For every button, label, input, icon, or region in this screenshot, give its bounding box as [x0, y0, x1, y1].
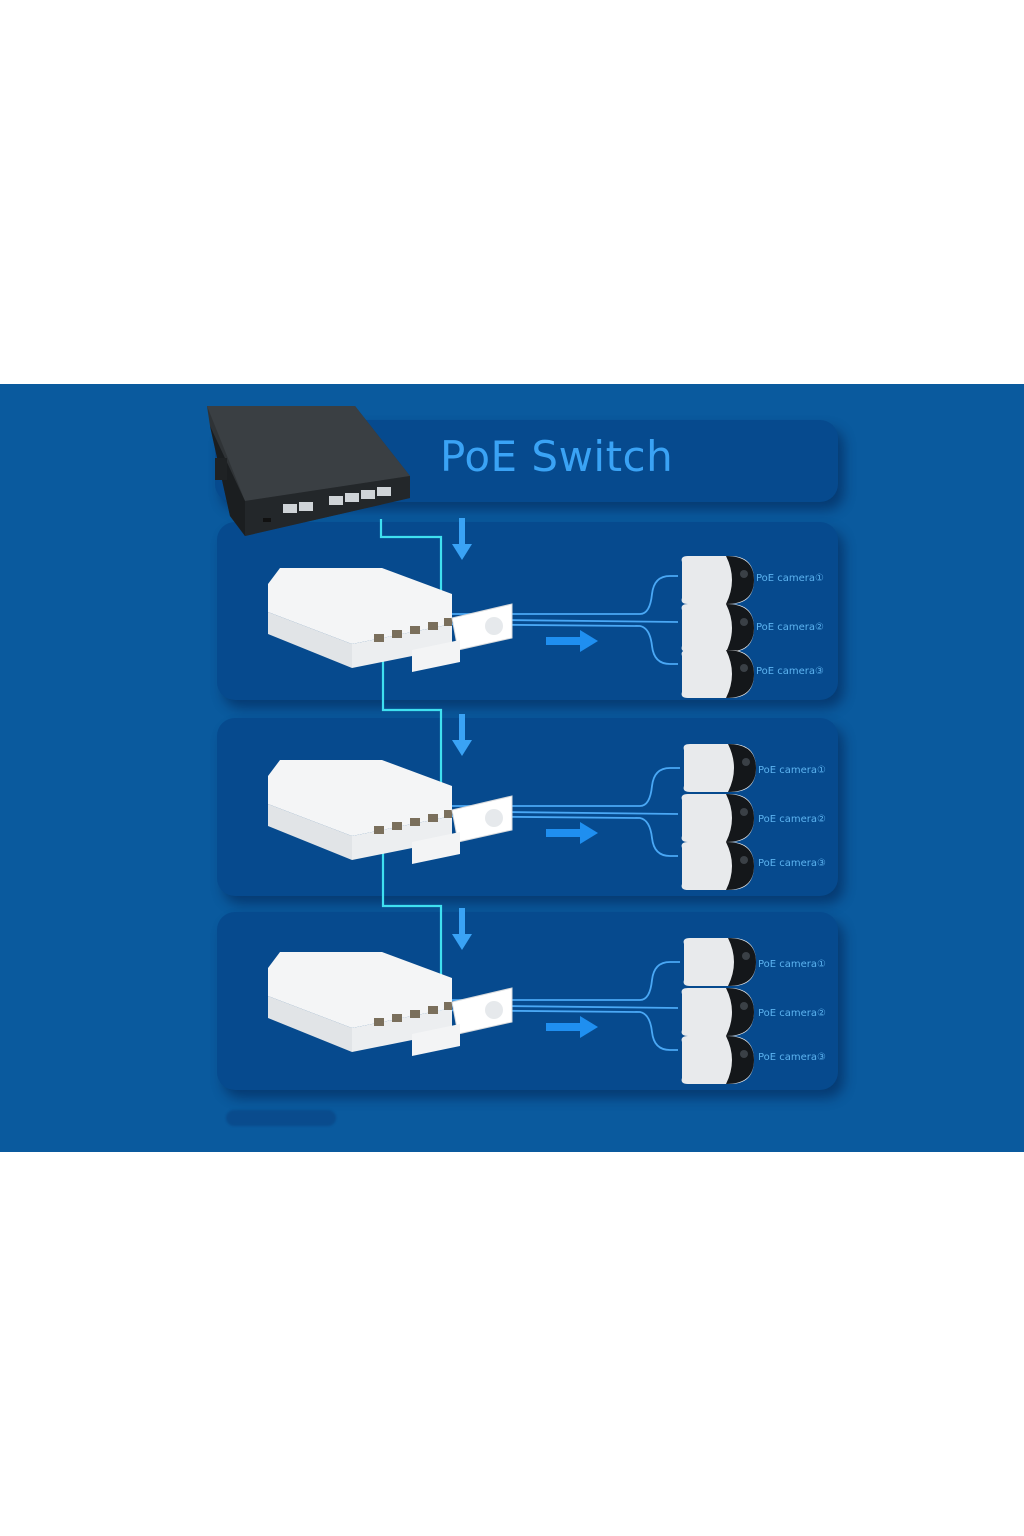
- camera-label: PoE camera①: [758, 959, 827, 970]
- bullet-camera-icon: [681, 1036, 754, 1084]
- camera-label: PoE camera③: [756, 666, 825, 677]
- right-arrow-icon: [546, 1016, 598, 1038]
- camera-label: PoE camera②: [758, 1008, 827, 1019]
- camera-label: PoE camera①: [758, 765, 827, 776]
- bullet-camera-icon: [681, 604, 754, 652]
- bullet-camera-icon: [683, 938, 756, 986]
- poe-extender-icon: [268, 760, 513, 864]
- poe-extender-icon: [268, 952, 513, 1056]
- camera-label: PoE camera②: [756, 622, 825, 633]
- poe-extender-icon: [268, 568, 513, 672]
- camera-label: PoE camera②: [758, 814, 827, 825]
- diagram-title: PoE Switch: [440, 432, 674, 481]
- camera-label: PoE camera③: [758, 858, 827, 869]
- bullet-camera-icon: [683, 744, 756, 792]
- blurred-watermark: [226, 1110, 336, 1126]
- camera-label: PoE camera③: [758, 1052, 827, 1063]
- right-arrow-icon: [546, 630, 598, 652]
- bullet-camera-icon: [681, 556, 754, 604]
- down-arrow-icon: [452, 714, 472, 756]
- diagram-stage: PoE Switch: [0, 384, 1024, 1152]
- bullet-camera-icon: [681, 650, 754, 698]
- bullet-camera-icon: [681, 794, 754, 842]
- down-arrow-icon: [452, 518, 472, 560]
- bullet-camera-icon: [681, 988, 754, 1036]
- down-arrow-icon: [452, 908, 472, 950]
- poe-switch-icon: [207, 406, 410, 536]
- camera-label: PoE camera①: [756, 573, 825, 584]
- bullet-camera-icon: [681, 842, 754, 890]
- right-arrow-icon: [546, 822, 598, 844]
